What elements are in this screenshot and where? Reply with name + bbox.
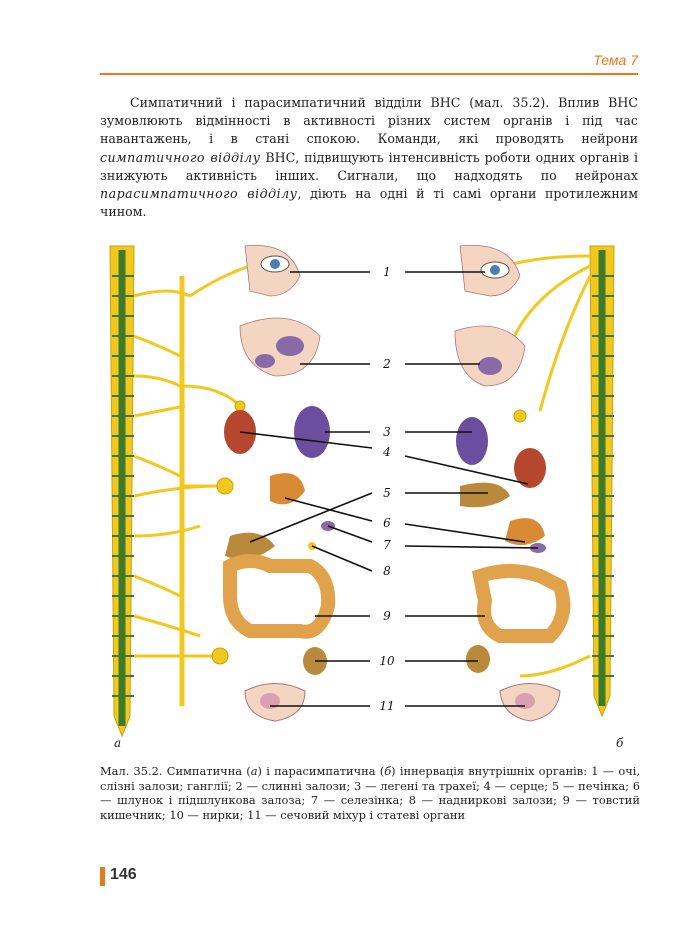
theme-header: Тема 7 — [593, 52, 638, 68]
figure-letter-b: б — [616, 736, 624, 750]
label-7: 7 — [383, 538, 391, 552]
term-parasympathetic: парасимпатичного відділу — [100, 186, 298, 202]
left-organs — [223, 244, 336, 722]
body-paragraph: Симпатичний і парасимпатичний відділи ВН… — [100, 94, 638, 221]
left-spinal-cord — [109, 245, 135, 738]
caption-letter-b: б — [384, 764, 392, 778]
left-ganglia — [211, 400, 246, 665]
label-11: 11 — [379, 699, 394, 713]
paragraph-part-1: Симпатичний і парасимпатичний відділи ВН… — [100, 95, 638, 147]
label-6: 6 — [383, 516, 391, 530]
caption-letter-a: а — [250, 764, 258, 778]
page-number-marker — [100, 867, 105, 886]
leader-lines — [239, 271, 539, 707]
innervation-diagram: 1 2 3 4 5 6 7 8 9 10 11 — [109, 244, 615, 738]
label-4: 4 — [382, 445, 391, 459]
label-9: 9 — [383, 609, 391, 623]
label-3: 3 — [383, 425, 391, 439]
caption-tail: ) іннервація внутрішніх органів: 1 — очі… — [100, 764, 640, 822]
caption-lead: Мал. 35.2. Симпатична ( — [100, 764, 251, 778]
caption-mid: ) і парасимпатична ( — [257, 764, 385, 778]
innervation-figure: 1 2 3 4 5 6 7 8 9 10 11 а б — [100, 236, 640, 756]
right-organs — [454, 244, 571, 722]
label-5: 5 — [383, 486, 391, 500]
left-sympathetic-nerves — [133, 264, 251, 706]
page-number: 146 — [110, 866, 137, 883]
paragraph-part-3: , діють на одні й ті самі органи протиле… — [100, 186, 639, 220]
term-sympathetic: симпатичного відділу — [100, 149, 261, 165]
label-10: 10 — [379, 654, 395, 668]
paragraph-part-2: ВНС, підвищують інтенсивність роботи одн… — [100, 149, 638, 183]
figure-letter-a: а — [114, 736, 122, 750]
label-8: 8 — [383, 564, 391, 578]
number-labels: 1 2 3 4 5 6 7 8 9 10 11 — [379, 265, 395, 713]
label-1: 1 — [383, 265, 391, 279]
header-divider — [100, 73, 638, 75]
label-2: 2 — [382, 357, 391, 371]
right-spinal-cord — [589, 245, 615, 718]
figure-caption: Мал. 35.2. Симпатична (а) і парасимпатич… — [100, 764, 640, 822]
